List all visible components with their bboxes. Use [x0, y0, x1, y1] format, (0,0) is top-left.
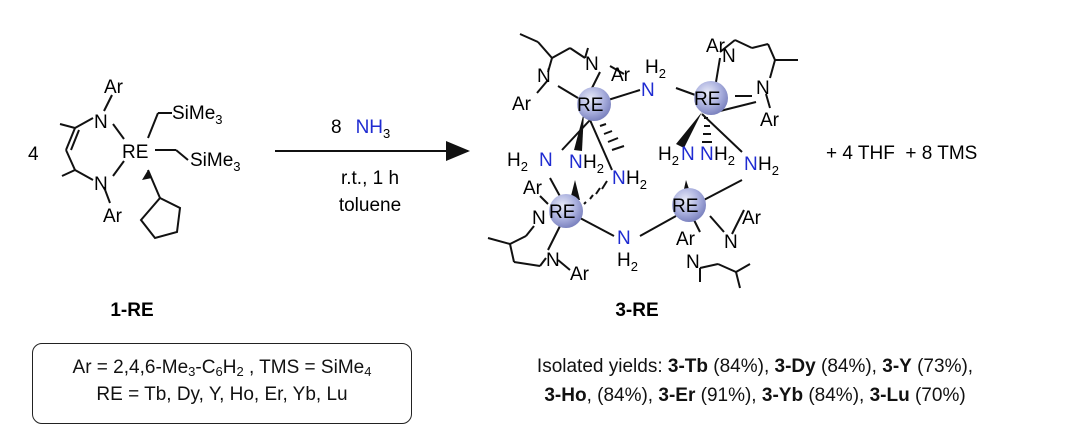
nh2-bottom-n: N	[617, 228, 631, 249]
legend-ar-h: H	[222, 357, 237, 378]
nh2-center-right-n: N	[681, 144, 695, 165]
product-ar-3: Ar	[706, 36, 726, 57]
legend-box: Ar = 2,4,6-Me3-C6H2 , TMS = SiMe4 RE = T…	[32, 343, 412, 424]
yields-line-2: 3-Ho, (84%), 3-Er (91%), 3-Yb (84%), 3-L…	[455, 381, 1055, 410]
reaction-scheme: 4 N N Ar	[28, 33, 977, 321]
legend-sub-4: 4	[364, 364, 372, 379]
product-ar-7: Ar	[676, 229, 696, 250]
yield-value: (84%),	[708, 356, 775, 377]
product-ar-5: Ar	[523, 178, 543, 199]
product-n-1: N	[537, 66, 551, 87]
product-n-7: N	[546, 250, 560, 271]
yield-compound: 3-Ho	[544, 385, 587, 406]
byproducts: + 4 THF + 8 TMS	[826, 143, 977, 164]
product-label: 3-RE	[615, 300, 658, 321]
reactant-ar-bottom: Ar	[103, 206, 123, 227]
reagent-count: 8	[331, 117, 342, 138]
reactant-n-bottom: N	[94, 174, 108, 195]
yield-value: (84%),	[815, 356, 883, 377]
re-sphere-bottom-right	[672, 188, 706, 222]
product-ar-1: Ar	[611, 65, 631, 86]
legend-tms-def: , TMS = SiMe	[243, 357, 365, 378]
reaction-arrow: 8 NH3 r.t., 1 h toluene	[275, 117, 470, 216]
yield-compound: 3-Y	[882, 356, 912, 377]
product-n-6: N	[532, 208, 546, 229]
reactant-sime3-bottom-sub: 3	[233, 159, 240, 174]
nh2-right-n: N	[744, 154, 758, 175]
yield-value: (70%)	[909, 385, 966, 406]
reactant-sime3-bottom-text: SiMe	[190, 150, 233, 171]
product-n-2: N	[585, 54, 599, 75]
reactant-label: 1-RE	[110, 300, 153, 321]
isolated-yields: Isolated yields: 3-Tb (84%), 3-Dy (84%),…	[455, 352, 1055, 410]
nh2-right-inner-h: H2	[714, 144, 735, 168]
product-n-8: N	[686, 252, 700, 273]
condition-solvent: toluene	[339, 195, 401, 216]
re-sphere-top-left	[577, 87, 611, 121]
condition-temp-time: r.t., 1 h	[341, 168, 399, 189]
reactant-sime3-top-sub: 3	[215, 112, 222, 127]
nh2-center-left-h: H2	[583, 152, 604, 176]
nh2-bottom-h: H2	[617, 250, 638, 274]
reactant-1-re: 4 N N Ar	[28, 77, 241, 321]
yield-compound: 3-Yb	[761, 385, 804, 406]
legend-ar-mid: -C	[195, 357, 216, 378]
nh2-right-h: H2	[758, 154, 779, 178]
product-n-9: N	[724, 232, 738, 253]
yield-compound: 3-Er	[658, 385, 696, 406]
reagent-sub: 3	[383, 126, 390, 141]
product-3-re: RE RE RE RE N N Ar Ar Ar N N Ar N Ar N N…	[487, 33, 798, 321]
product-n-5: N	[722, 46, 736, 67]
yield-value: , (84%),	[586, 385, 659, 406]
legend-ar-def: Ar = 2,4,6-Me	[72, 357, 189, 378]
product-re-3: RE	[549, 202, 575, 223]
reactant-re: RE	[122, 142, 148, 163]
legend-sub-3: 2	[236, 364, 244, 379]
reactant-sime3-top-text: SiMe	[172, 103, 215, 124]
nh2-center-left-n: N	[569, 152, 583, 173]
yields-line-1: Isolated yields: 3-Tb (84%), 3-Dy (84%),…	[455, 352, 1055, 381]
product-re-4: RE	[672, 196, 698, 217]
nh2-center-h: H2	[626, 168, 647, 192]
reagent: 8 NH3	[331, 117, 390, 141]
yield-value: (73%),	[911, 356, 974, 377]
reactant-ar-top: Ar	[104, 77, 124, 98]
yields-prefix: Isolated yields:	[536, 356, 668, 377]
re-sphere-top-right	[694, 81, 728, 115]
product-ar-2: Ar	[512, 94, 532, 115]
yield-value: (91%),	[695, 385, 762, 406]
legend-line-1: Ar = 2,4,6-Me3-C6H2 , TMS = SiMe4	[33, 354, 411, 381]
yield-compound: 3-Dy	[774, 356, 816, 377]
product-ar-8: Ar	[742, 208, 762, 229]
nh2-left-h: H2	[507, 150, 528, 174]
nh2-center-right-h: H2	[658, 144, 679, 168]
legend-sub-1: 3	[188, 364, 196, 379]
reactant-coefficient: 4	[28, 144, 39, 165]
nh2-top-h: H2	[645, 57, 666, 81]
reagent-formula: NH	[356, 117, 383, 138]
legend-line-2: RE = Tb, Dy, Y, Ho, Er, Yb, Lu	[96, 384, 348, 405]
product-re-1: RE	[577, 95, 603, 116]
nh2-top-n: N	[641, 80, 655, 101]
product-n-4: N	[756, 78, 770, 99]
reactant-sime3-bottom: SiMe3	[190, 150, 241, 174]
nh2-right-inner-n: N	[700, 144, 714, 165]
yield-compound: 3-Tb	[667, 356, 708, 377]
yield-compound: 3-Lu	[869, 385, 910, 406]
product-ar-6: Ar	[570, 264, 590, 285]
product-ar-4: Ar	[760, 110, 780, 131]
re-sphere-bottom-left	[549, 194, 583, 228]
yield-value: (84%),	[803, 385, 870, 406]
reactant-sime3-top: SiMe3	[172, 103, 223, 127]
legend-sub-2: 6	[215, 364, 223, 379]
nh2-left-n: N	[539, 150, 553, 171]
reactant-n-top: N	[94, 112, 108, 133]
nh2-center-n: N	[612, 168, 626, 189]
product-re-2: RE	[694, 89, 720, 110]
